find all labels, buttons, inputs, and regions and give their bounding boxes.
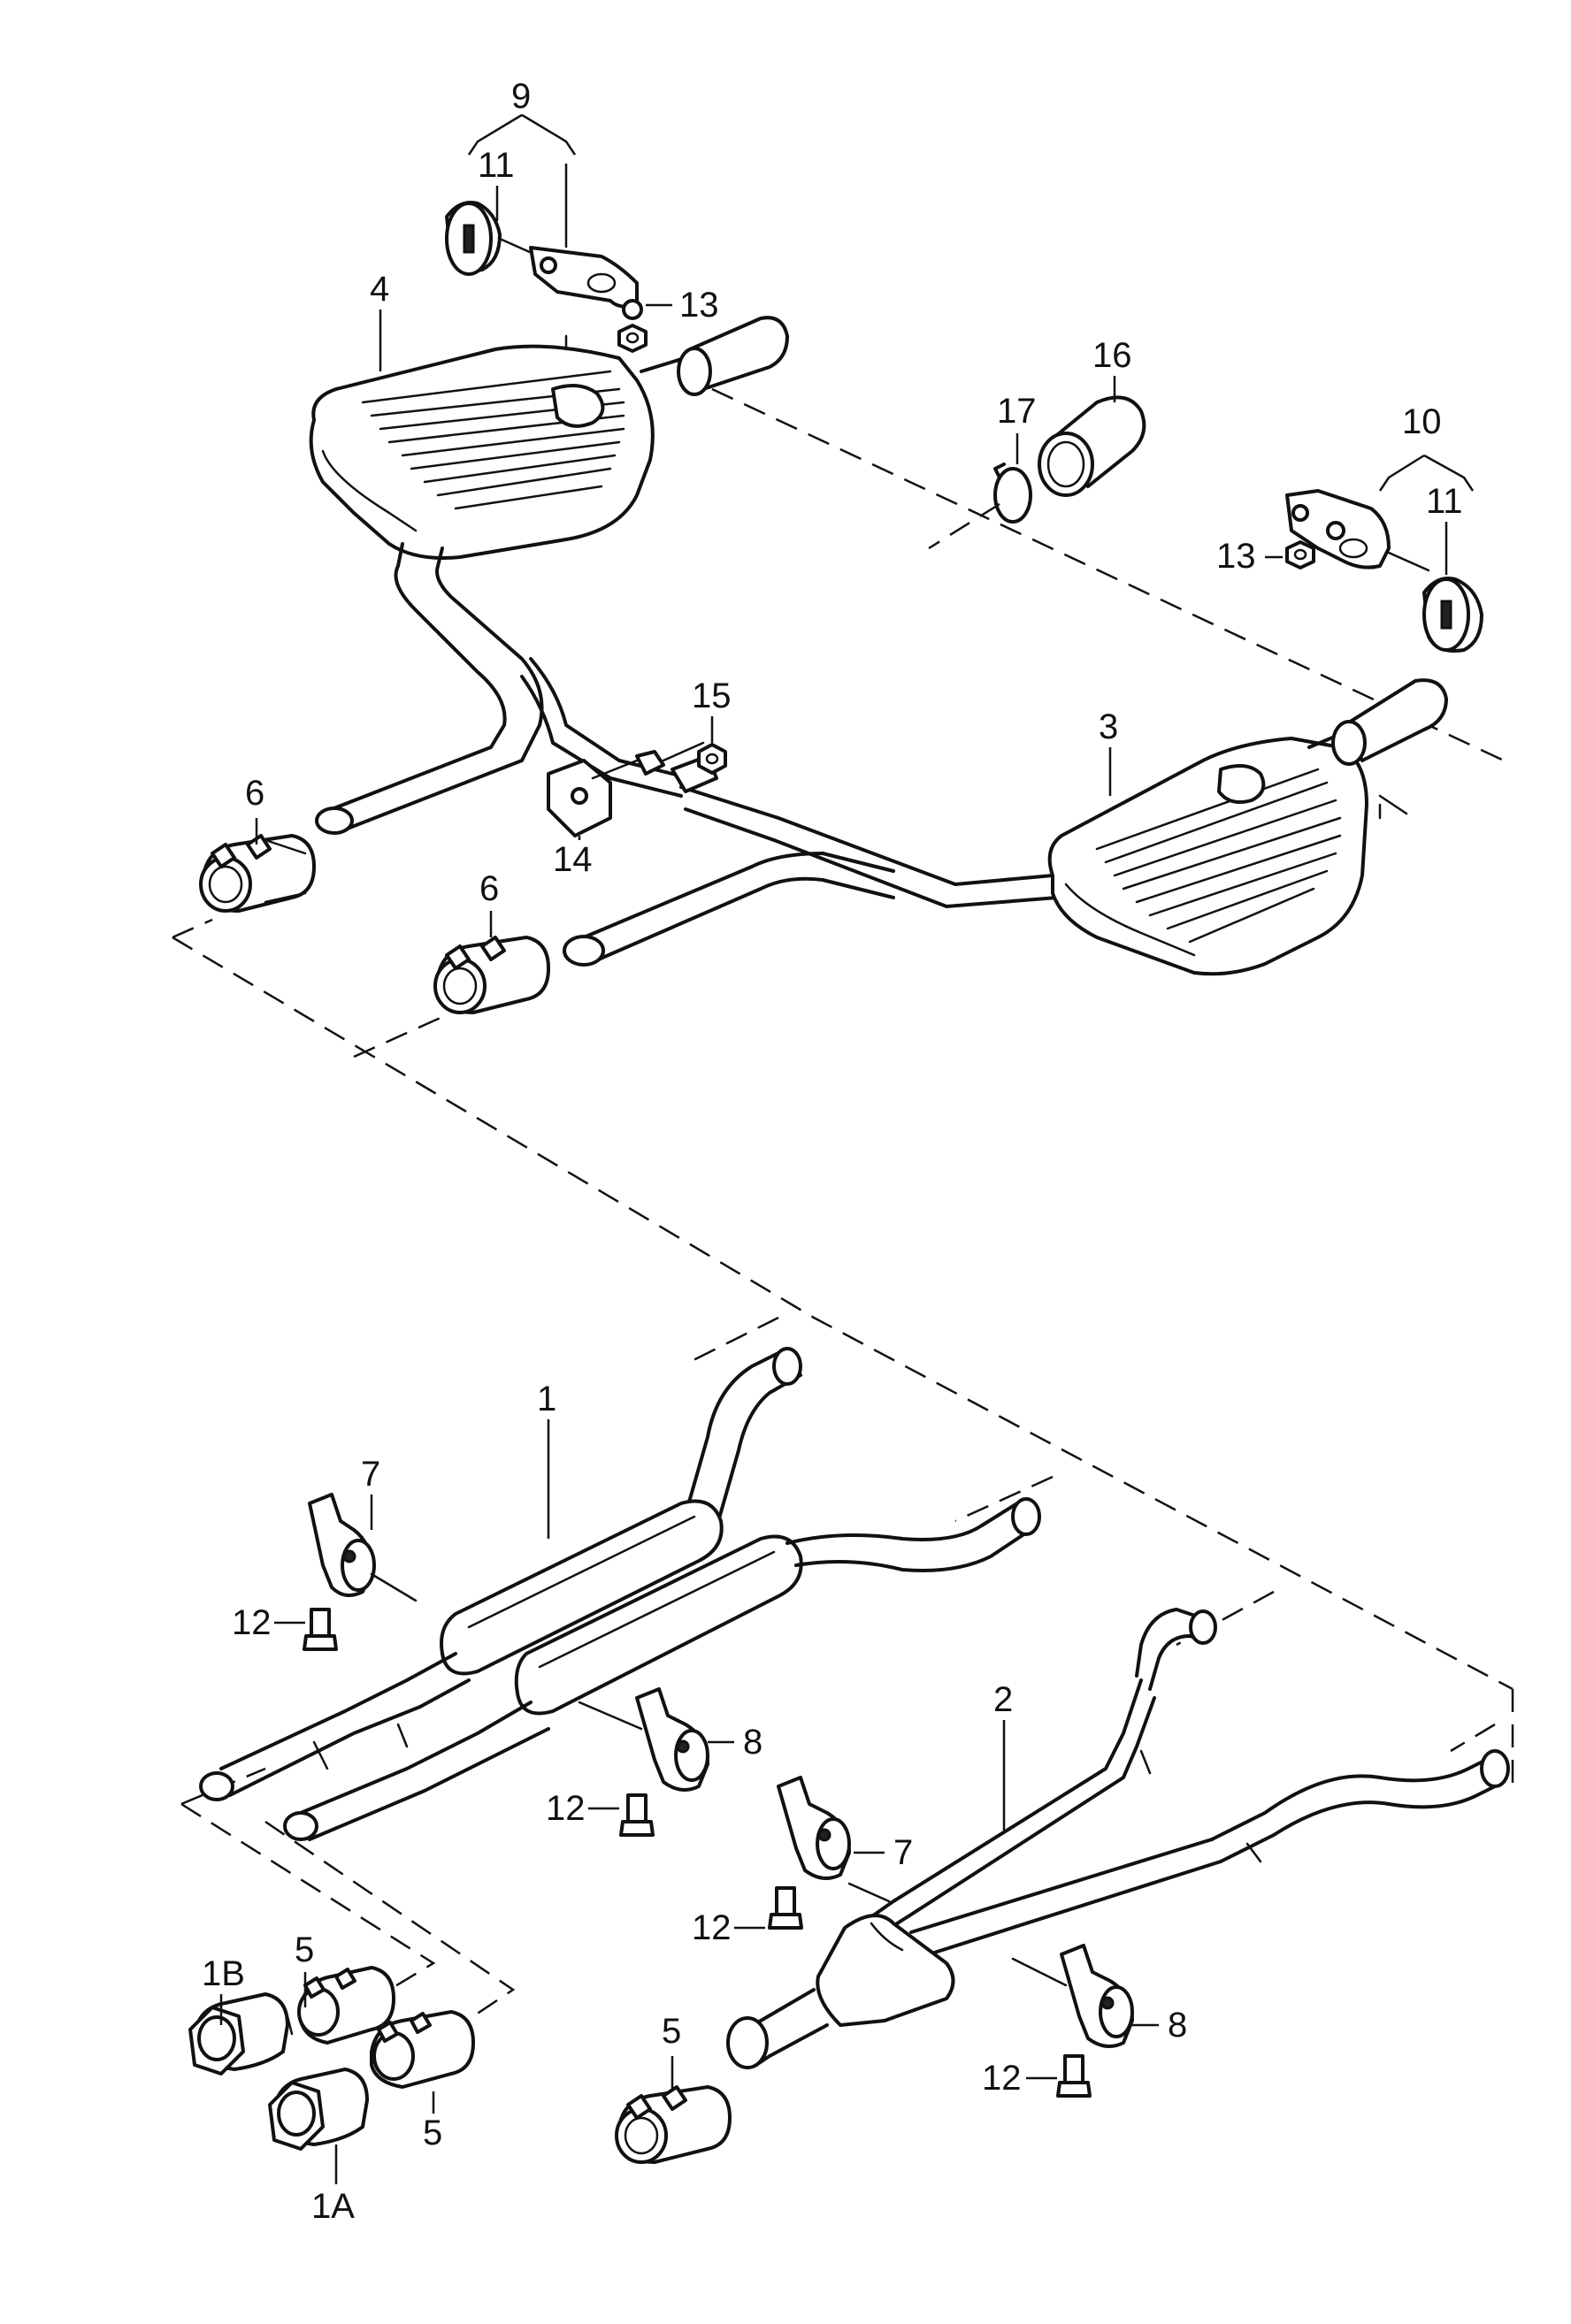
- callout-13-left: 13: [679, 286, 719, 325]
- rubber-mount-7-lower: [777, 1776, 891, 1903]
- callout-12-middle: 12: [546, 1789, 586, 1828]
- nut-right: [1285, 540, 1315, 570]
- nut-left: [617, 324, 648, 353]
- hanger-assembly-right: [1285, 489, 1483, 653]
- rubber-mount-8-lower: [1011, 1944, 1134, 2048]
- callout-3: 3: [1099, 707, 1118, 746]
- callout-13-right: 13: [1216, 537, 1256, 576]
- rear-pipe-left: [315, 542, 692, 835]
- callout-10: 10: [1402, 402, 1442, 441]
- tailpipe-tip: [1038, 395, 1146, 497]
- bolt-12-front-left: [768, 1886, 803, 1930]
- callout-6-upper: 6: [245, 774, 264, 813]
- pipe-clamp-front: [615, 2085, 732, 2164]
- callout-11-right: 11: [1426, 482, 1463, 521]
- callout-5-right: 5: [423, 2114, 442, 2152]
- rear-crossover-pipe: [563, 785, 1059, 967]
- bolt-12-upper: [303, 1608, 338, 1651]
- assembly-dashed-lines: [172, 387, 1514, 2027]
- callout-6-lower: 6: [479, 869, 499, 908]
- callout-labels: 9 11 13 4 16 17 10 11 13 15 3 6 14 6 1 7…: [202, 77, 1463, 2226]
- rubber-mount-8-upper: [578, 1687, 709, 1792]
- callout-5-front: 5: [662, 2012, 681, 2051]
- callout-7-upper: 7: [361, 1455, 380, 1494]
- rear-muffler-right: [1047, 678, 1448, 976]
- hanger-assembly-left: [445, 201, 643, 320]
- callout-15: 15: [692, 677, 732, 715]
- rear-muffler-left: [309, 316, 789, 560]
- bolt-12-middle: [619, 1793, 655, 1837]
- callout-16: 16: [1092, 336, 1132, 375]
- callout-12-upper: 12: [232, 1603, 272, 1642]
- bracket-nut: [697, 743, 727, 775]
- callout-2: 2: [993, 1680, 1013, 1719]
- callout-7-lower: 7: [893, 1833, 913, 1872]
- sleeve-clamp-5-left: [297, 1966, 395, 2045]
- flange-pipe-1A: [268, 2068, 369, 2151]
- center-muffler-pipe: [199, 1347, 1041, 1841]
- callout-8-upper: 8: [743, 1723, 763, 1762]
- callout-1A: 1A: [311, 2187, 355, 2226]
- sleeve-clamp-5-right: [370, 2010, 475, 2089]
- clamp-ring: [993, 463, 1032, 524]
- callout-9: 9: [511, 77, 531, 116]
- pipe-clamp-lower: [433, 936, 550, 1014]
- callout-8-lower: 8: [1168, 2006, 1187, 2045]
- callout-1: 1: [537, 1380, 556, 1418]
- mounting-bracket: [547, 741, 718, 837]
- pipe-clamp-upper: [199, 834, 316, 913]
- callout-14: 14: [553, 840, 593, 879]
- front-y-pipe: [726, 1608, 1510, 2069]
- bolt-12-front-right: [1056, 2054, 1092, 2098]
- flange-pipe-1B: [188, 1992, 294, 2076]
- callout-12-front-right: 12: [982, 2059, 1022, 2098]
- leader-lines: [219, 113, 1475, 2184]
- callout-11-left: 11: [478, 146, 515, 185]
- rubber-mount-7-upper: [308, 1493, 418, 1602]
- callout-4: 4: [370, 270, 389, 309]
- callout-12-front-left: 12: [692, 1908, 732, 1947]
- callout-5-left: 5: [295, 1930, 314, 1969]
- callout-1B: 1B: [202, 1954, 245, 1993]
- callout-17: 17: [997, 392, 1037, 431]
